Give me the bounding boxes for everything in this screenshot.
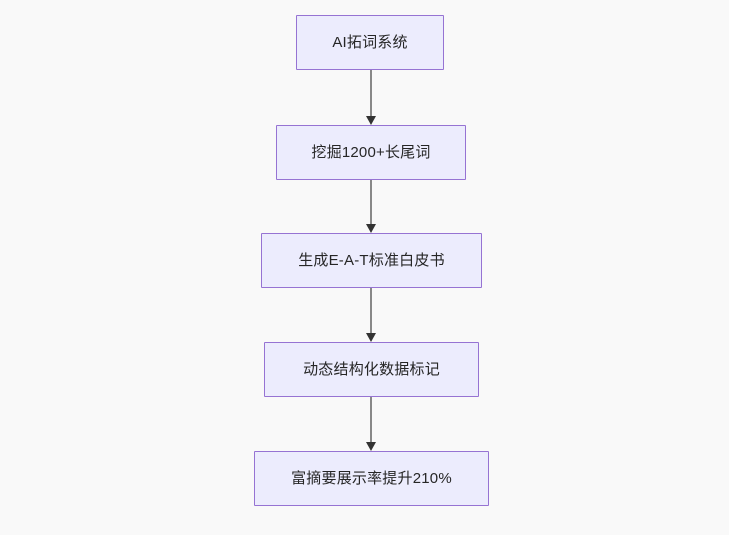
edge-line: [370, 70, 372, 116]
flow-node-label: 动态结构化数据标记: [303, 360, 440, 378]
arrow-down-icon: [366, 442, 376, 451]
edge-line: [370, 288, 372, 333]
flow-node-ai-keyword-system[interactable]: AI拓词系统: [296, 15, 444, 70]
flow-node-rich-snippet-impression-uplift[interactable]: 富摘要展示率提升210%: [254, 451, 489, 506]
flow-node-label: 生成E-A-T标准白皮书: [298, 251, 445, 269]
flow-node-generate-eat-whitepaper[interactable]: 生成E-A-T标准白皮书: [261, 233, 482, 288]
flow-node-dynamic-structured-data-markup[interactable]: 动态结构化数据标记: [264, 342, 479, 397]
flow-node-label: 富摘要展示率提升210%: [291, 469, 452, 487]
flow-node-label: AI拓词系统: [332, 33, 408, 51]
arrow-down-icon: [366, 116, 376, 125]
edge-line: [370, 397, 372, 442]
flow-node-label: 挖掘1200+长尾词: [311, 143, 431, 161]
arrow-down-icon: [366, 333, 376, 342]
flow-node-mine-longtail-keywords[interactable]: 挖掘1200+长尾词: [276, 125, 466, 180]
arrow-down-icon: [366, 224, 376, 233]
edge-line: [370, 180, 372, 224]
